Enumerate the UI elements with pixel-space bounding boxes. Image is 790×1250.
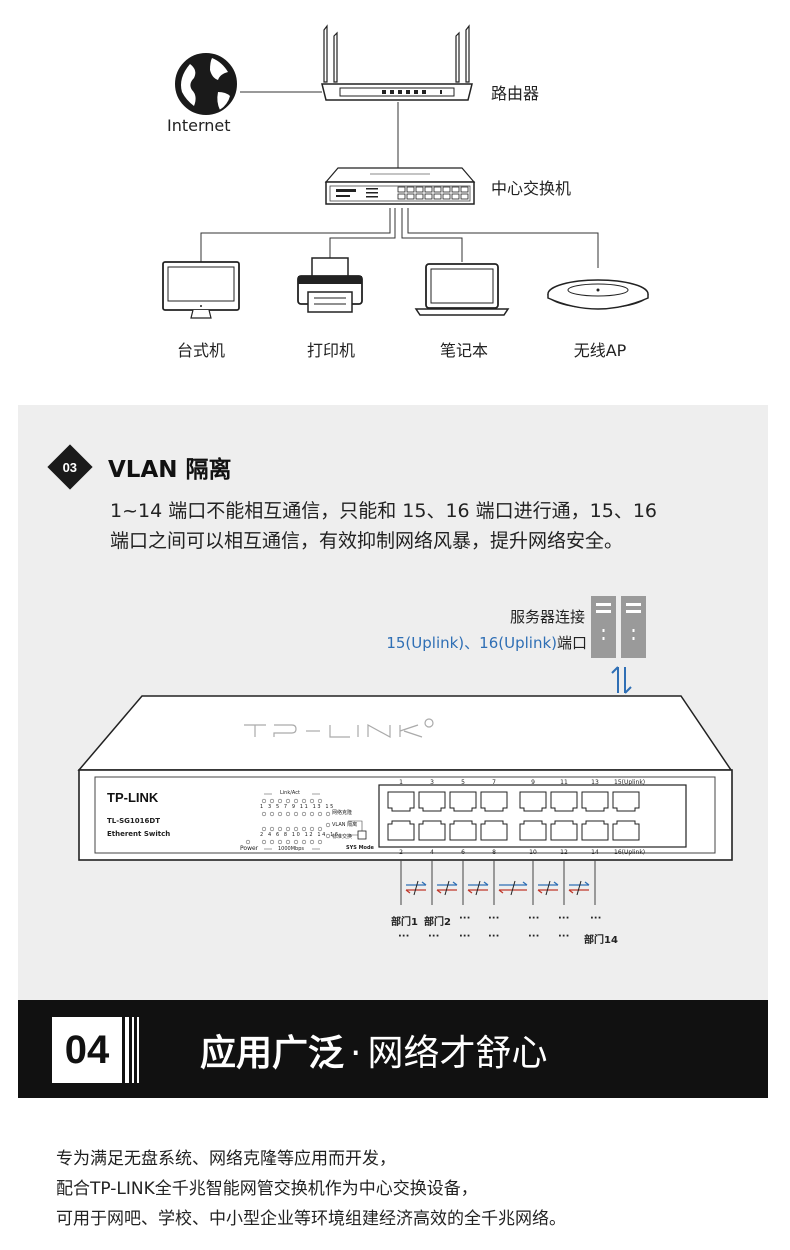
bidirectional-arrow-icon bbox=[611, 666, 632, 694]
sys-mode-label: SYS Mode bbox=[346, 845, 374, 851]
department-label: ··· bbox=[428, 931, 440, 942]
laptop-icon bbox=[414, 263, 510, 316]
port-number: 11 bbox=[560, 779, 568, 786]
department-label: ··· bbox=[590, 913, 602, 924]
banner-title: 应用广泛·网络才舒心 bbox=[200, 1033, 548, 1074]
section-heading: 03 VLAN 隔离 bbox=[47, 444, 232, 490]
port-number: 3 bbox=[430, 779, 434, 786]
section-title: VLAN 隔离 bbox=[108, 457, 232, 483]
paragraph-line: 配合TP-LINK全千兆智能网管交换机作为中心交换设备， bbox=[56, 1179, 478, 1199]
department-label: ··· bbox=[528, 931, 540, 942]
port-row-bottom bbox=[387, 820, 640, 841]
switch-illustration bbox=[77, 596, 733, 905]
department-label: 部门14 bbox=[584, 935, 618, 946]
globe-icon bbox=[175, 53, 237, 115]
port-number: 1 bbox=[399, 779, 403, 786]
feature-paragraph: 专为满足无盘系统、网络克隆等应用而开发， 配合TP-LINK全千兆智能网管交换机… bbox=[56, 1144, 756, 1234]
section-description: 1~14 端口不能相互通信，只能和 15、16 端口进行通，15、16 端口之间… bbox=[110, 500, 658, 552]
paragraph-line: 专为满足无盘系统、网络克隆等应用而开发， bbox=[56, 1149, 396, 1169]
port-row-top bbox=[387, 791, 640, 812]
department-label: ··· bbox=[558, 913, 570, 924]
department-label: 部门1 bbox=[391, 917, 418, 928]
router-label: 路由器 bbox=[491, 84, 540, 103]
device-label-printer: 打印机 bbox=[306, 341, 356, 360]
printer-icon bbox=[297, 257, 363, 313]
department-label: ··· bbox=[488, 931, 500, 942]
server-icon bbox=[591, 596, 646, 658]
port-number: 5 bbox=[461, 779, 465, 786]
department-label: ··· bbox=[558, 931, 570, 942]
isolation-arrows-icon bbox=[405, 880, 590, 896]
power-label: Power bbox=[240, 845, 259, 852]
department-label: ··· bbox=[488, 913, 500, 924]
port-number: 9 bbox=[531, 779, 535, 786]
switch-label: 中心交换机 bbox=[491, 179, 572, 198]
department-label: ··· bbox=[459, 931, 471, 942]
switch-brand-logo: TP-LINK bbox=[107, 790, 159, 805]
mode-vlan-label: VLAN 隔离 bbox=[332, 822, 358, 828]
led-numbers-top: 1 3 5 7 9 11 13 15 bbox=[260, 804, 335, 810]
uplink-ports-label: 15(Uplink)、16(Uplink)端口 bbox=[386, 634, 587, 652]
banner-bars-decoration bbox=[125, 1017, 139, 1083]
banner-number-box: 04 bbox=[52, 1017, 122, 1083]
port-number: 2 bbox=[399, 849, 403, 856]
vlan-section: 03 VLAN 隔离 1~14 端口不能相互通信，只能和 15、16 端口进行通… bbox=[18, 405, 768, 1001]
router-icon bbox=[321, 24, 473, 101]
network-topology: Internet 路由器 中心交换机 台式机 打印机 笔记本 无线AP bbox=[0, 0, 790, 405]
port-number: 14 bbox=[591, 849, 599, 856]
department-label: ··· bbox=[459, 913, 471, 924]
department-label: 部门2 bbox=[424, 917, 451, 928]
led-indicators bbox=[245, 798, 331, 845]
desktop-icon bbox=[162, 261, 240, 319]
port-number: 8 bbox=[492, 849, 496, 856]
switch-model: TL-SG1016DT bbox=[107, 817, 160, 825]
device-label-laptop: 笔记本 bbox=[439, 341, 489, 360]
switch-icon bbox=[324, 167, 476, 205]
switch-type: Etherent Switch bbox=[107, 830, 171, 838]
topology-diagram bbox=[162, 24, 649, 319]
port-number: 6 bbox=[461, 849, 465, 856]
department-label: ··· bbox=[528, 913, 540, 924]
server-connection-label: 服务器连接 bbox=[509, 608, 585, 626]
port-number: 13 bbox=[591, 779, 599, 786]
device-label-ap: 无线AP bbox=[573, 341, 627, 360]
lid-logo-icon bbox=[244, 718, 434, 739]
device-label-desktop: 台式机 bbox=[176, 341, 226, 360]
port-number: 12 bbox=[560, 849, 568, 856]
paragraph-line: 可用于网吧、学校、中小型企业等环境组建经济高效的全千兆网络。 bbox=[56, 1209, 566, 1229]
port-number: 4 bbox=[430, 849, 434, 856]
internet-label: Internet bbox=[167, 116, 231, 135]
led-numbers-bottom: 2 4 6 8 10 12 14 16 bbox=[260, 832, 340, 838]
mode-standard-label: 标准交换 bbox=[332, 834, 353, 840]
linkact-label: Link/Act bbox=[280, 790, 300, 796]
port-number: 7 bbox=[492, 779, 496, 786]
mode-clone-label: 网络克隆 bbox=[332, 810, 353, 816]
port-number: 10 bbox=[529, 849, 537, 856]
port-number: 16(Uplink) bbox=[614, 849, 646, 856]
wireless-ap-icon bbox=[547, 279, 649, 310]
department-label: ··· bbox=[398, 931, 410, 942]
port-cables bbox=[400, 860, 596, 905]
port-number: 15(Uplink) bbox=[614, 779, 646, 786]
section-banner: 04 应用广泛·网络才舒心 bbox=[18, 1000, 768, 1098]
speed-label: 1000Mbps bbox=[278, 846, 304, 852]
